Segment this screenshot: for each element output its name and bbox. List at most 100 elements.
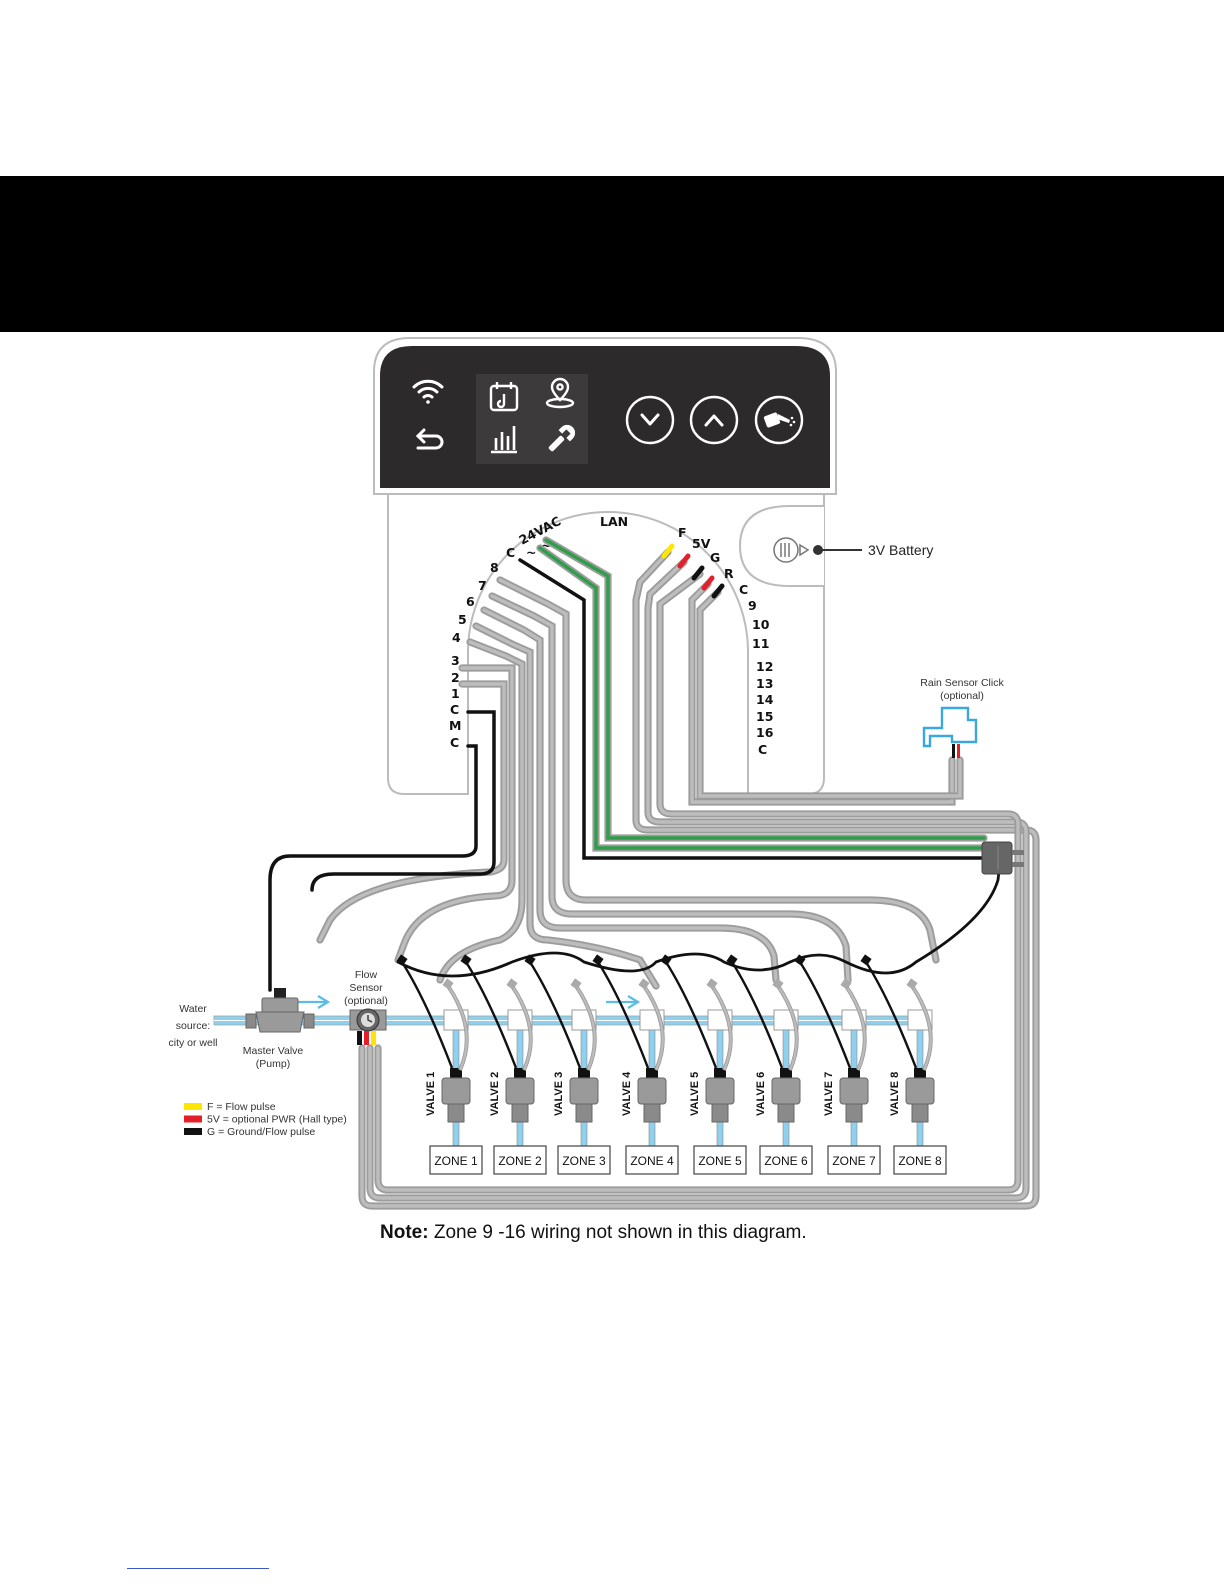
chart-icon[interactable] [491,426,517,454]
chevron-down-button[interactable] [625,395,675,445]
right-terminal-11: 15 [756,709,773,724]
green-wire-2 [544,538,986,840]
grey-wire-3 [474,624,658,988]
watering-button[interactable] [754,395,804,445]
grey-wire-rain-r [690,582,954,804]
grey-wire-0 [498,578,938,962]
valve-label-2: VALVE 2 [489,1072,501,1116]
zone-pipe-4 [648,1121,656,1147]
valve-cap-1 [450,1068,462,1078]
right-terminal-8: 12 [756,659,773,674]
note-text: Zone 9 -16 wiring not shown in this diag… [428,1222,807,1243]
wire-nut-black-8 [860,954,872,966]
footer-link[interactable] [127,1568,269,1569]
left-terminal-4: 5 [458,612,467,627]
right-terminal-5: 9 [748,598,757,613]
calendar-icon[interactable] [489,382,519,412]
legend-swatch-2 [184,1128,202,1135]
zone-label-8: ZONE 8 [898,1154,942,1168]
zone-box-2 [493,1145,547,1175]
watering-can-icon [763,412,796,428]
valve-body-2 [505,1077,535,1105]
wire-nut-grey-5 [706,978,718,990]
valve-cap-4 [646,1068,658,1078]
legend-swatch-0 [184,1103,202,1110]
valve-black-lead-2 [464,961,518,1069]
zone-box-5 [693,1145,747,1175]
terminal-tilde-2: ~ [541,538,551,553]
right-terminal-3: R [724,566,734,581]
left-terminal-1: 8 [490,560,499,575]
zone-box-4 [625,1145,679,1175]
valve-base-1 [447,1103,465,1123]
terminal-lan: LAN [600,514,628,529]
rain-sensor-subtitle: (optional) [940,690,984,702]
zone-label-2: ZONE 2 [498,1154,542,1168]
left-terminal-9: C [450,702,459,717]
valve-cap-3 [578,1068,590,1078]
wire-nut-grey-3 [570,978,582,990]
master-valve-line2: (Pump) [256,1058,290,1070]
menu-block [476,374,588,464]
location-icon[interactable] [545,377,575,409]
wifi-icon[interactable] [412,379,444,404]
battery-bump [738,505,824,587]
wire-nut-black-1 [396,954,408,966]
left-terminal-11: C [450,735,459,750]
valve-label-6: VALVE 6 [755,1072,767,1116]
wrench-icon[interactable] [544,422,578,456]
valve-label-7: VALVE 7 [823,1072,835,1116]
right-terminal-0: F [678,525,687,540]
flow-sensor [349,1008,387,1045]
zone-label-1: ZONE 1 [434,1154,478,1168]
right-terminal-7: 11 [752,636,769,651]
black-common-loop [396,860,1002,978]
right-terminal-9: 13 [756,676,773,691]
right-terminal-2: G [710,550,720,565]
green-wire-1 [538,546,986,850]
water-pipe [213,995,923,1026]
wire-nut-black-7 [794,954,806,966]
valve-base-7 [845,1103,863,1123]
legend-text-2: G = Ground/Flow pulse [207,1126,315,1138]
grey-wire-rain-c [698,590,962,798]
valve-body-5 [705,1077,735,1105]
left-terminal-8: 1 [451,686,460,701]
legend-text-1: 5V = optional PWR (Hall type) [207,1114,347,1126]
wire-nut-grey-6 [772,978,784,990]
zone-box-3 [557,1145,611,1175]
note: Note: Zone 9 -16 wiring not shown in thi… [380,1222,807,1244]
wire-nut-grey-8 [906,978,918,990]
right-terminal-10: 14 [756,692,774,707]
flow-sensor-line1: Flow [355,969,378,981]
legend-swatch-1 [184,1115,202,1123]
zone-label-5: ZONE 5 [698,1154,742,1168]
note-bold: Note: [380,1222,429,1243]
wire-nut-grey-4 [638,978,650,990]
wire-nut-grey-7 [840,978,852,990]
water-source-line2: source: [176,1020,210,1032]
chevron-up-button[interactable] [689,395,739,445]
back-icon[interactable] [415,428,444,450]
wire-nut-black-3 [524,954,536,966]
flow-sensor-line2: Sensor [349,982,383,994]
valve-cap-8 [914,1068,926,1078]
grey-wire-2 [482,608,778,982]
right-terminal-4: C [739,582,748,597]
zone-pipe-1 [452,1121,460,1147]
wire-nut-black-5 [660,954,672,966]
tip-5v [677,553,691,569]
zone-box-8 [893,1145,947,1175]
legend-text-0: F = Flow pulse [207,1101,276,1113]
left-terminal-2: 7 [478,578,487,593]
grey-wire-5v [368,560,1028,1200]
tip-g [691,565,705,581]
terminal-tilde-1: ~ [526,545,536,560]
valve-cap-2 [514,1068,526,1078]
valve-base-8 [911,1103,929,1123]
